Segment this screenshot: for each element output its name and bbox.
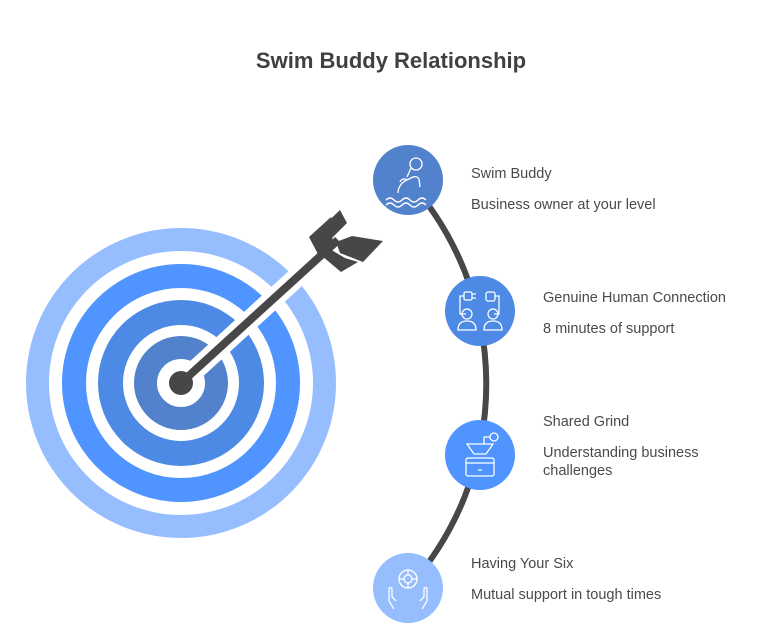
item-description-human-connection: 8 minutes of support xyxy=(543,321,675,337)
target-ring-2 xyxy=(98,300,264,466)
target-icon xyxy=(26,228,336,538)
target-ring-3 xyxy=(62,264,300,502)
item-title-having-your-six: Having Your Six xyxy=(471,556,574,572)
item-node-human-connection xyxy=(445,276,515,346)
connecting-arc xyxy=(405,177,490,591)
item-description-swim-buddy: Business owner at your level xyxy=(471,197,656,213)
item-node-shared-grind xyxy=(445,420,515,490)
hands-lifebuoy-icon xyxy=(388,569,428,610)
arrow-icon xyxy=(169,210,383,395)
item-title-shared-grind: Shared Grind xyxy=(543,414,630,430)
item-node-swim-buddy xyxy=(373,145,443,215)
item-description-shared-grind: Understanding business challenges xyxy=(543,445,699,479)
target-ring-outer xyxy=(26,228,336,538)
item-description-having-your-six: Mutual support in tough times xyxy=(471,587,662,603)
people-plug-icon xyxy=(457,291,503,331)
swimmer-icon xyxy=(385,157,427,208)
target-ring-inner xyxy=(134,336,228,430)
page-title: Swim Buddy Relationship xyxy=(255,48,527,73)
item-title-human-connection: Genuine Human Connection xyxy=(543,290,726,306)
item-title-swim-buddy: Swim Buddy xyxy=(471,166,552,182)
coffee-grinder-icon xyxy=(465,432,499,477)
item-node-having-your-six xyxy=(373,553,443,623)
